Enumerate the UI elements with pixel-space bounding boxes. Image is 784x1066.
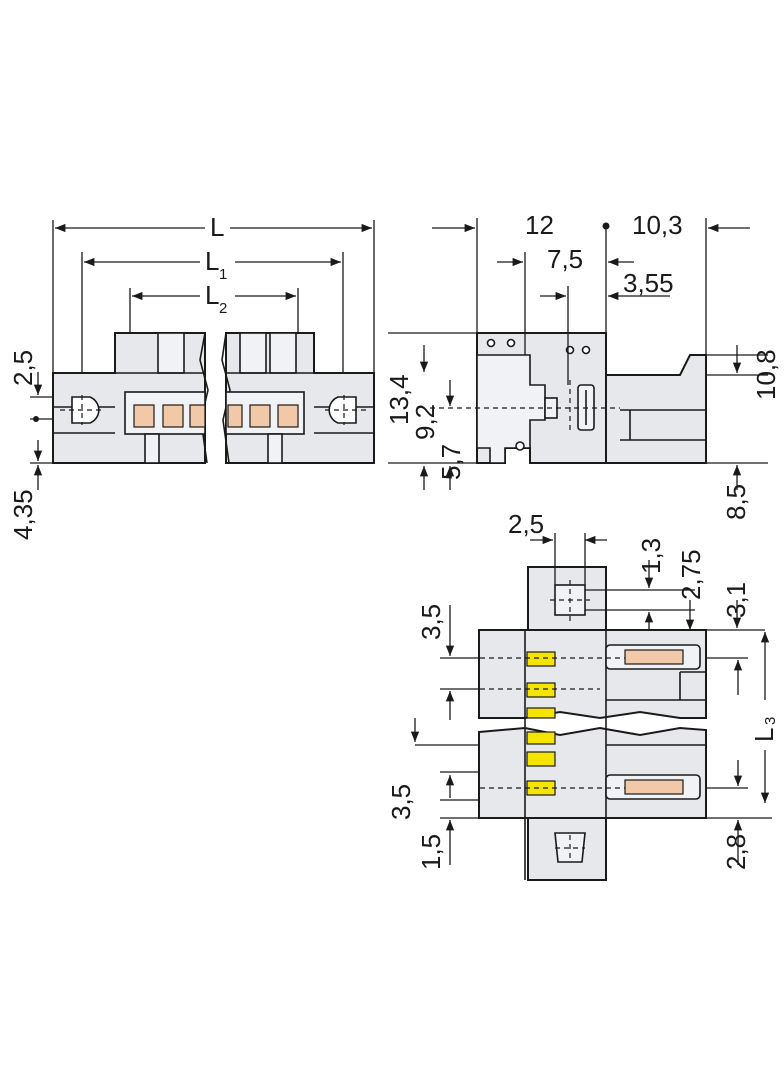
dim-7-5: 7,5 [547, 244, 583, 274]
marker-1 [526, 651, 556, 667]
top-slot-3 [269, 332, 297, 374]
pin-bottom [624, 779, 684, 795]
side-pin-extension [605, 354, 707, 464]
contact-3 [189, 404, 206, 428]
dim-L3-sub: 3 [762, 717, 779, 725]
contact-2 [162, 404, 184, 428]
dim-2-5-bottom: 2,5 [508, 509, 544, 539]
contact-1 [133, 404, 155, 428]
dim-2-75: 2,75 [676, 549, 706, 600]
dim-10-3: 10,3 [632, 210, 683, 240]
dim-5-7: 5,7 [436, 444, 466, 480]
latch-tab-left [144, 433, 160, 464]
dim-3-5-bottom: 3,5 [386, 784, 416, 820]
dim-2-8: 2,8 [721, 834, 751, 870]
dim-1-5: 1,5 [416, 834, 446, 870]
dim-L: L [210, 212, 224, 242]
dim-8-5: 8,5 [721, 484, 751, 520]
contact-5 [249, 404, 271, 428]
top-slot-2 [239, 332, 267, 374]
dim-1-3: 1,3 [636, 538, 666, 574]
break-line-right [221, 332, 231, 464]
dim-3-55: 3,55 [623, 268, 674, 298]
top-body-upper [478, 629, 707, 720]
marker-4 [526, 731, 556, 745]
dim-L1: L [205, 246, 219, 276]
marker-2 [526, 682, 556, 698]
dim-L2-sub: 2 [219, 300, 227, 317]
dim-13-4: 13,4 [384, 374, 414, 425]
contact-6 [277, 404, 299, 428]
top-view: 2,5 1,3 2,75 3,1 3,5 3,5 1,5 [386, 509, 779, 881]
dim-2-5-left: 2,5 [8, 350, 38, 386]
top-body-lower [478, 726, 707, 819]
dim-3-1: 3,1 [721, 582, 751, 618]
side-housing-left-part [476, 354, 546, 464]
dim-4-35: 4,35 [8, 489, 38, 540]
contact-4 [227, 404, 243, 428]
latch-tab-right [267, 433, 283, 464]
dim-L1-sub: 1 [219, 266, 227, 283]
side-view: 12 10,3 7,5 3,55 13,4 9,2 5,7 10,8 [384, 210, 781, 520]
dim-L2: L [205, 280, 219, 310]
marker-3 [526, 707, 556, 719]
front-view: L L 1 L 2 2,5 4,35 [8, 212, 375, 540]
dim-9-2: 9,2 [410, 404, 440, 440]
marker-6 [526, 780, 556, 796]
pin-top [624, 649, 684, 665]
top-slot-1 [157, 332, 185, 374]
dim-12: 12 [525, 210, 554, 240]
mounting-hole-left [71, 396, 100, 424]
dim-L3: L [749, 728, 779, 742]
dim-3-5-top: 3,5 [416, 604, 446, 640]
mounting-hole-right [328, 396, 357, 424]
dim-10-8: 10,8 [751, 349, 781, 400]
marker-5 [526, 751, 556, 767]
